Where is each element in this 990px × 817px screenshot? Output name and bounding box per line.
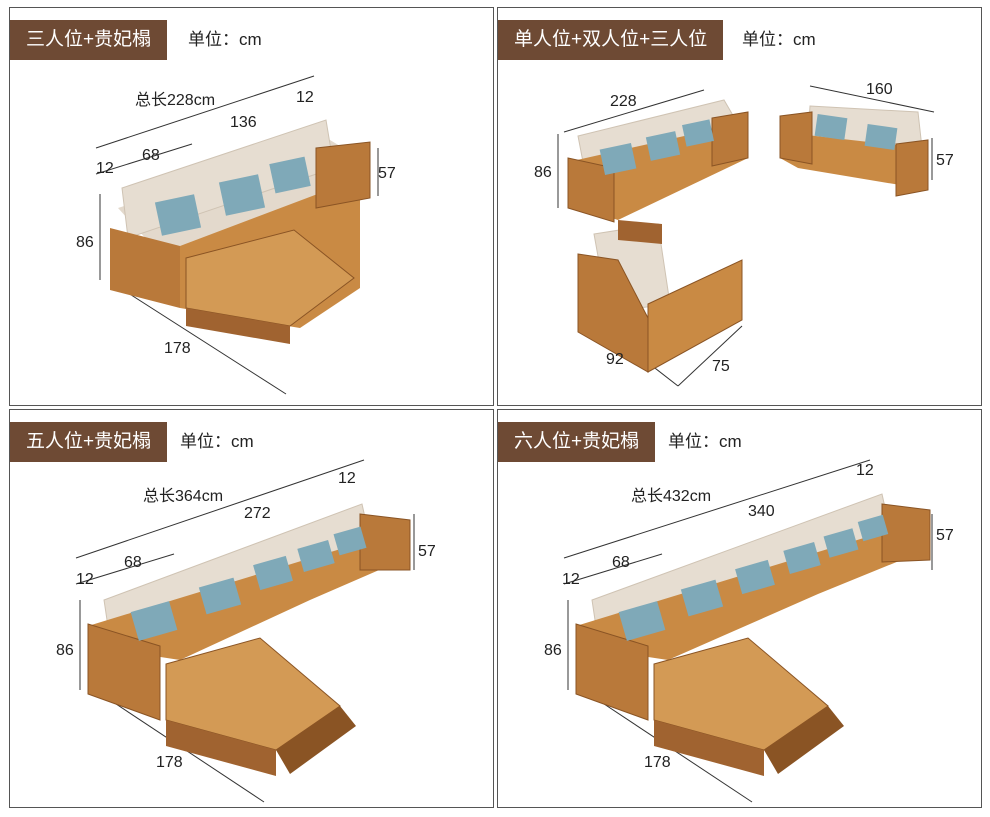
- pillow-icon: [198, 577, 242, 615]
- pillow-icon: [218, 174, 266, 216]
- pillow-icon: [269, 156, 311, 194]
- dim-seat-width: 68: [142, 147, 160, 164]
- dim-arm-height: 57: [418, 543, 436, 560]
- pillow-icon: [253, 555, 293, 591]
- dim-back-height: 86: [76, 234, 94, 251]
- dim-seat-run: 272: [244, 505, 271, 522]
- pillow-icon: [680, 579, 724, 617]
- dim-arm-left: 12: [562, 571, 580, 588]
- panel-title: 五人位+贵妃榻: [10, 422, 168, 462]
- unit-label: 单位：cm: [668, 432, 742, 451]
- dim-back-height: 86: [544, 642, 562, 659]
- dim-arm-height: 57: [936, 527, 954, 544]
- pillow-icon: [645, 131, 681, 161]
- pillow-icon: [333, 526, 367, 556]
- dim-one-seat-width: 92: [606, 351, 624, 368]
- unit-label: 单位：cm: [742, 30, 816, 49]
- unit-label: 单位：cm: [180, 432, 254, 451]
- panel-title: 六人位+贵妃榻: [498, 422, 656, 462]
- dim-arm-top: 12: [296, 89, 314, 106]
- dim-arm-left: 12: [76, 571, 94, 588]
- dim-back-height: 86: [56, 642, 74, 659]
- dim-seat-width: 68: [612, 554, 630, 571]
- panel-title: 单人位+双人位+三人位: [498, 20, 724, 60]
- dim-three-seat-height: 86: [534, 164, 552, 181]
- pillow-icon: [783, 542, 821, 574]
- unit-label: 单位：cm: [188, 30, 262, 49]
- three-seat-sofa-shape: [567, 99, 749, 223]
- dim-total: 总长228cm: [135, 91, 215, 109]
- pillow-icon: [735, 559, 775, 595]
- dim-three-seat-length: 228: [610, 93, 637, 110]
- dim-total: 总长432cm: [631, 487, 711, 505]
- dim-arm-height: 57: [378, 165, 396, 182]
- pillow-icon: [618, 601, 666, 641]
- dim-chaise-length: 178: [644, 754, 671, 771]
- dim-chaise-length: 178: [164, 340, 191, 357]
- pillow-icon: [857, 514, 889, 542]
- dim-total: 总长364cm: [143, 487, 223, 505]
- panel-1-2-3-seat-set: 单人位+双人位+三人位 单位：cm: [497, 7, 982, 406]
- sofa-shape: [87, 503, 411, 776]
- panel-six-seat-chaise: 六人位+贵妃榻 单位：cm 总长432cm 12 340 12: [497, 409, 982, 808]
- dim-seat-run: 136: [230, 114, 257, 131]
- pillow-icon: [599, 142, 637, 176]
- one-seat-sofa-shape: [577, 220, 743, 373]
- panel-title: 三人位+贵妃榻: [10, 20, 168, 60]
- pillow-icon: [814, 114, 848, 140]
- dim-one-seat-depth: 75: [712, 358, 730, 375]
- panel-three-seat-chaise: 三人位+贵妃榻 单位：cm 总长228cm 12 136 12 68: [9, 7, 494, 406]
- pillow-icon: [154, 194, 202, 236]
- sofa-shape: [110, 119, 371, 344]
- dim-seat-width: 68: [124, 554, 142, 571]
- dim-two-seat-height: 57: [936, 152, 954, 169]
- dim-arm-left: 12: [96, 160, 114, 177]
- dim-arm-top: 12: [338, 470, 356, 487]
- panel-five-seat-chaise: 五人位+贵妃榻 单位：cm 总长364cm 12 272 12 68: [9, 409, 494, 808]
- pillow-icon: [297, 540, 335, 572]
- sofa-illustration: 总长228cm 12 136 12 68 57 86 178: [76, 75, 396, 395]
- pillow-icon: [823, 528, 859, 558]
- sofa-illustration: 总长432cm 12 340 12 68 57 86 178: [544, 459, 954, 803]
- pillow-icon: [682, 119, 714, 147]
- sofa-shape: [575, 493, 931, 776]
- dim-arm-top: 12: [856, 462, 874, 479]
- dim-two-seat-length: 160: [866, 81, 893, 98]
- pillow-icon: [864, 124, 898, 150]
- dim-chaise-length: 178: [156, 754, 183, 771]
- sofa-set-illustration: 228 86 160 57 92 75: [534, 81, 954, 387]
- sofa-illustration: 总长364cm 12 272 12 68 57 86 178: [56, 459, 436, 803]
- two-seat-sofa-shape: [779, 105, 929, 197]
- dim-seat-run: 340: [748, 503, 775, 520]
- pillow-icon: [130, 601, 178, 641]
